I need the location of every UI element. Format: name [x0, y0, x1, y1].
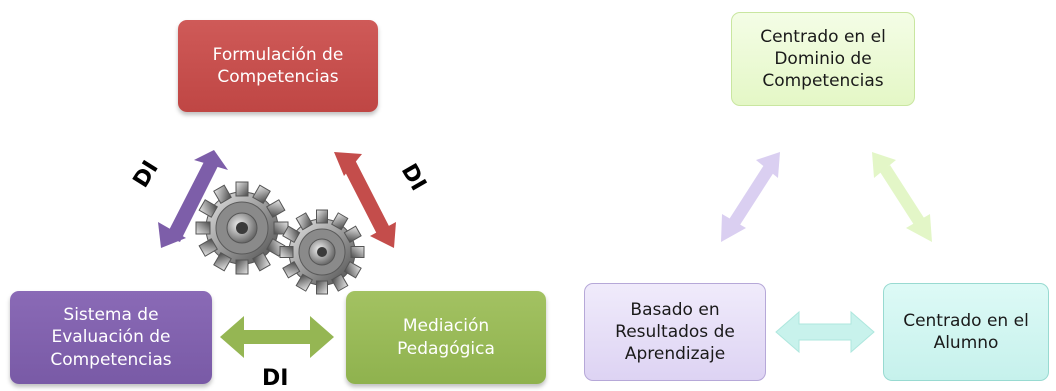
- arrow-teal-bottom: [775, 310, 875, 354]
- formulacion-competencias-box: Formulación de Competencias: [178, 20, 378, 112]
- formulacion-competencias-label: Formulación de Competencias: [212, 44, 344, 87]
- sistema-evaluacion-box: Sistema de Evaluación de Competencias: [10, 291, 212, 384]
- arrow-red-right: [334, 152, 396, 248]
- arrow-lavender-left: [721, 152, 780, 242]
- sistema-evaluacion-label: Sistema de Evaluación de Competencias: [50, 305, 172, 370]
- basado-resultados-label: Basado en Resultados de Aprendizaje: [615, 299, 735, 365]
- centrado-dominio-box: Centrado en el Dominio de Competencias: [731, 12, 915, 106]
- arrow-purple-left: [158, 150, 228, 248]
- basado-resultados-box: Basado en Resultados de Aprendizaje: [584, 283, 766, 381]
- mediacion-pedagogica-box: Mediación Pedagógica: [346, 291, 546, 384]
- mediacion-pedagogica-label: Mediación Pedagógica: [397, 316, 495, 359]
- arrow-lightgreen-right: [872, 152, 932, 242]
- arrow-green-bottom: [220, 316, 334, 358]
- centrado-dominio-label: Centrado en el Dominio de Competencias: [760, 26, 886, 92]
- di-label-bottom: DI: [262, 366, 289, 391]
- centrado-alumno-label: Centrado en el Alumno: [903, 310, 1029, 353]
- gear-small-icon: [279, 209, 365, 295]
- gear-large-icon: [195, 181, 289, 275]
- centrado-alumno-box: Centrado en el Alumno: [883, 283, 1049, 381]
